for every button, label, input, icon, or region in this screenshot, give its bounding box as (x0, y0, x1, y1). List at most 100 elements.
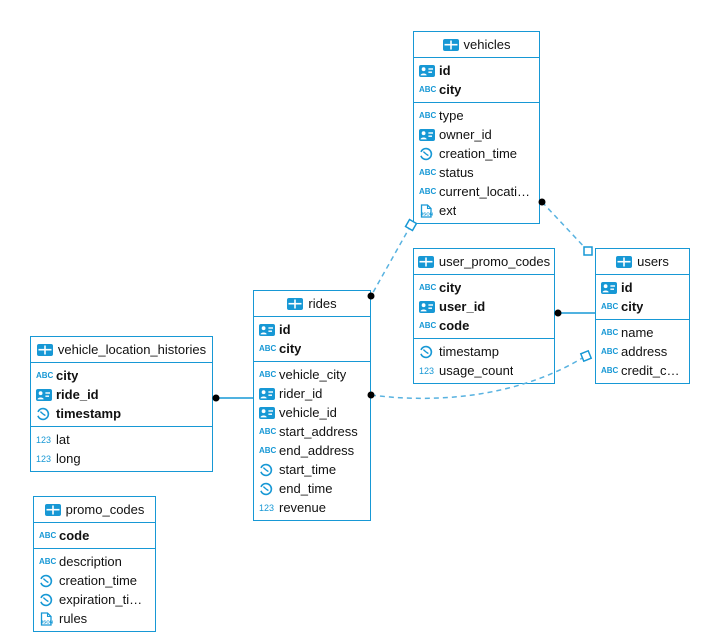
table-icon (287, 297, 304, 310)
column-name: city (439, 280, 462, 295)
column-row: id (596, 278, 689, 297)
timestamp-type-icon (419, 345, 433, 358)
timestamp-type-icon (39, 574, 53, 587)
string-type-icon: ABC (39, 557, 57, 566)
table-header[interactable]: rides (254, 291, 370, 317)
column-name: vehicle_id (279, 405, 337, 420)
table-header[interactable]: promo_codes (34, 497, 155, 523)
uuid-type-icon (259, 406, 275, 419)
column-name: long (56, 451, 81, 466)
column-name: city (621, 299, 644, 314)
uuid-type-icon (259, 323, 275, 336)
column-name: vehicle_city (279, 367, 347, 382)
table-name: user_promo_codes (438, 254, 551, 269)
column-row: creation_time (34, 571, 155, 590)
column-row: timestamp (31, 404, 212, 423)
column-name: user_id (439, 299, 486, 314)
table-header[interactable]: vehicles (414, 32, 539, 58)
uuid-type-icon (419, 300, 435, 313)
column-name: expiration_time (59, 592, 147, 607)
timestamp-type-icon (36, 407, 50, 420)
table-header[interactable]: vehicle_location_histories (31, 337, 212, 363)
column-row: user_id (414, 297, 554, 316)
column-row: expiration_time (34, 590, 155, 609)
svg-text:JSON: JSON (41, 619, 53, 624)
string-type-icon: ABC (259, 427, 277, 436)
table-header[interactable]: user_promo_codes (414, 249, 554, 275)
table-icon (616, 255, 633, 268)
column-row: 123 long (31, 449, 212, 468)
column-name: status (439, 165, 474, 180)
uuid-type-icon (259, 387, 275, 400)
column-name: current_location (439, 184, 531, 199)
string-type-icon: ABC (259, 344, 277, 353)
number-type-icon: 123 (36, 434, 52, 445)
timestamp-type-icon (39, 593, 53, 606)
column-name: id (439, 63, 451, 78)
uuid-type-icon (419, 64, 435, 77)
column-row: end_time (254, 479, 370, 498)
string-type-icon: ABC (39, 531, 57, 540)
column-row: start_time (254, 460, 370, 479)
string-type-icon: ABC (259, 370, 277, 379)
table-header[interactable]: users (596, 249, 689, 275)
column-name: creation_time (59, 573, 138, 588)
string-type-icon: ABC (419, 111, 437, 120)
column-row: timestamp (414, 342, 554, 361)
column-name: ride_id (56, 387, 99, 402)
string-type-icon: ABC (601, 366, 619, 375)
column-name: end_time (279, 481, 333, 496)
string-type-icon: ABC (36, 371, 54, 380)
string-type-icon: ABC (419, 168, 437, 177)
column-name: end_address (279, 443, 355, 458)
number-type-icon: 123 (36, 453, 52, 464)
column-name: rules (59, 611, 88, 626)
uuid-type-icon (601, 281, 617, 294)
table-name: rides (308, 296, 337, 311)
string-type-icon: ABC (601, 347, 619, 356)
column-row: id (414, 61, 539, 80)
column-row: vehicle_id (254, 403, 370, 422)
column-name: address (621, 344, 668, 359)
number-type-icon: 123 (259, 502, 275, 513)
column-name: timestamp (56, 406, 122, 421)
column-row: JSON rules (34, 609, 155, 628)
json-type-icon: JSON (421, 203, 433, 218)
svg-text:JSON: JSON (421, 211, 433, 216)
column-row: id (254, 320, 370, 339)
string-type-icon: ABC (259, 446, 277, 455)
column-name: city (56, 368, 79, 383)
